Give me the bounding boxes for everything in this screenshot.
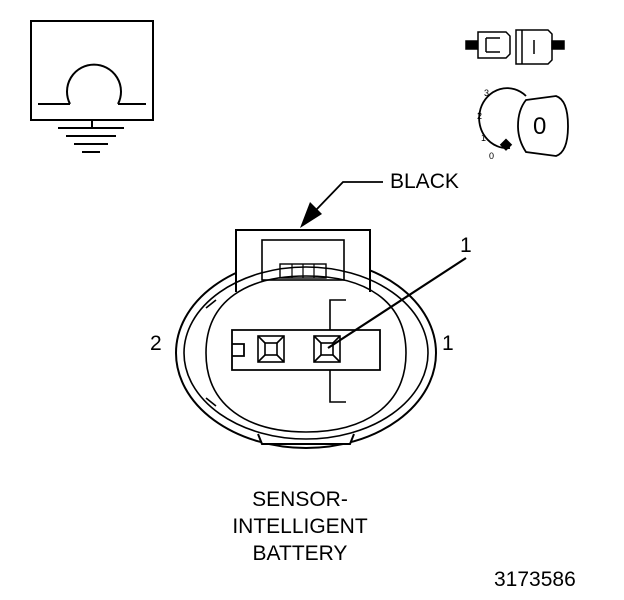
ignition-key-off-icon bbox=[478, 87, 569, 157]
terminal-insert bbox=[231, 329, 381, 371]
key-position-2: 2 bbox=[477, 111, 483, 121]
pin-1-leader-line bbox=[327, 257, 467, 349]
disconnected-connector-icon bbox=[465, 29, 565, 65]
connector-cavity-outline bbox=[205, 275, 407, 433]
connector-title: SENSOR- INTELLIGENT BATTERY bbox=[200, 486, 400, 567]
key-position-3: 3 bbox=[484, 88, 490, 98]
figure-number: 3173586 bbox=[494, 568, 576, 591]
connector-color-label: BLACK bbox=[390, 170, 459, 193]
color-callout-arrow bbox=[300, 181, 383, 228]
key-position-1: 1 bbox=[481, 133, 487, 143]
key-position-0: 0 bbox=[489, 151, 495, 161]
cavity-label-2: 2 bbox=[150, 332, 162, 355]
terminal-cavity-2 bbox=[257, 335, 285, 363]
key-label: 0 bbox=[533, 113, 547, 140]
connector-latch-housing bbox=[235, 229, 371, 292]
connector-title-line-3: BATTERY bbox=[252, 542, 348, 565]
connector-face bbox=[175, 229, 437, 449]
connector-lock-tab bbox=[261, 239, 345, 281]
cavity-label-1: 1 bbox=[442, 332, 454, 355]
connector-inner-shell bbox=[183, 266, 429, 440]
connector-title-line-2: INTELLIGENT bbox=[232, 515, 368, 538]
connector-title-line-1: SENSOR- bbox=[252, 488, 348, 511]
pin-callout-label: 1 bbox=[460, 234, 472, 257]
ohmmeter-ground-icon bbox=[30, 20, 154, 153]
terminal-cavity-1 bbox=[313, 335, 341, 363]
